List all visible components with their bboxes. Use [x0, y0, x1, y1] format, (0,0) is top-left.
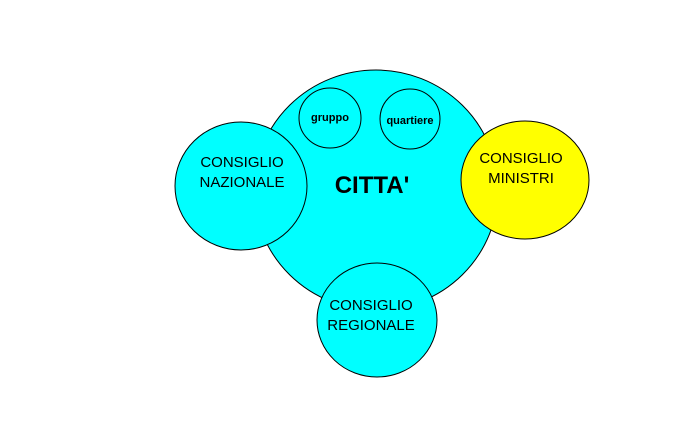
consiglio-nazionale-label-line1: CONSIGLIO [200, 154, 283, 171]
quartiere-label: quartiere [386, 115, 433, 127]
consiglio-ministri-label-line1: CONSIGLIO [479, 150, 562, 167]
consiglio-regionale-label-line1: CONSIGLIO [329, 297, 412, 314]
quartiere-circle [379, 88, 441, 150]
consiglio-ministri-label-line2: MINISTRI [488, 170, 554, 187]
gruppo-label: gruppo [311, 112, 349, 124]
consiglio-nazionale-label-line2: NAZIONALE [199, 174, 284, 191]
consiglio-regionale-circle [316, 262, 438, 378]
consiglio-regionale-label-line2: REGIONALE [327, 317, 415, 334]
gruppo-circle [298, 87, 362, 149]
citta-label: CITTA' [335, 172, 410, 199]
consiglio-ministri-circle [460, 120, 590, 240]
consiglio-nazionale-circle [174, 121, 308, 251]
